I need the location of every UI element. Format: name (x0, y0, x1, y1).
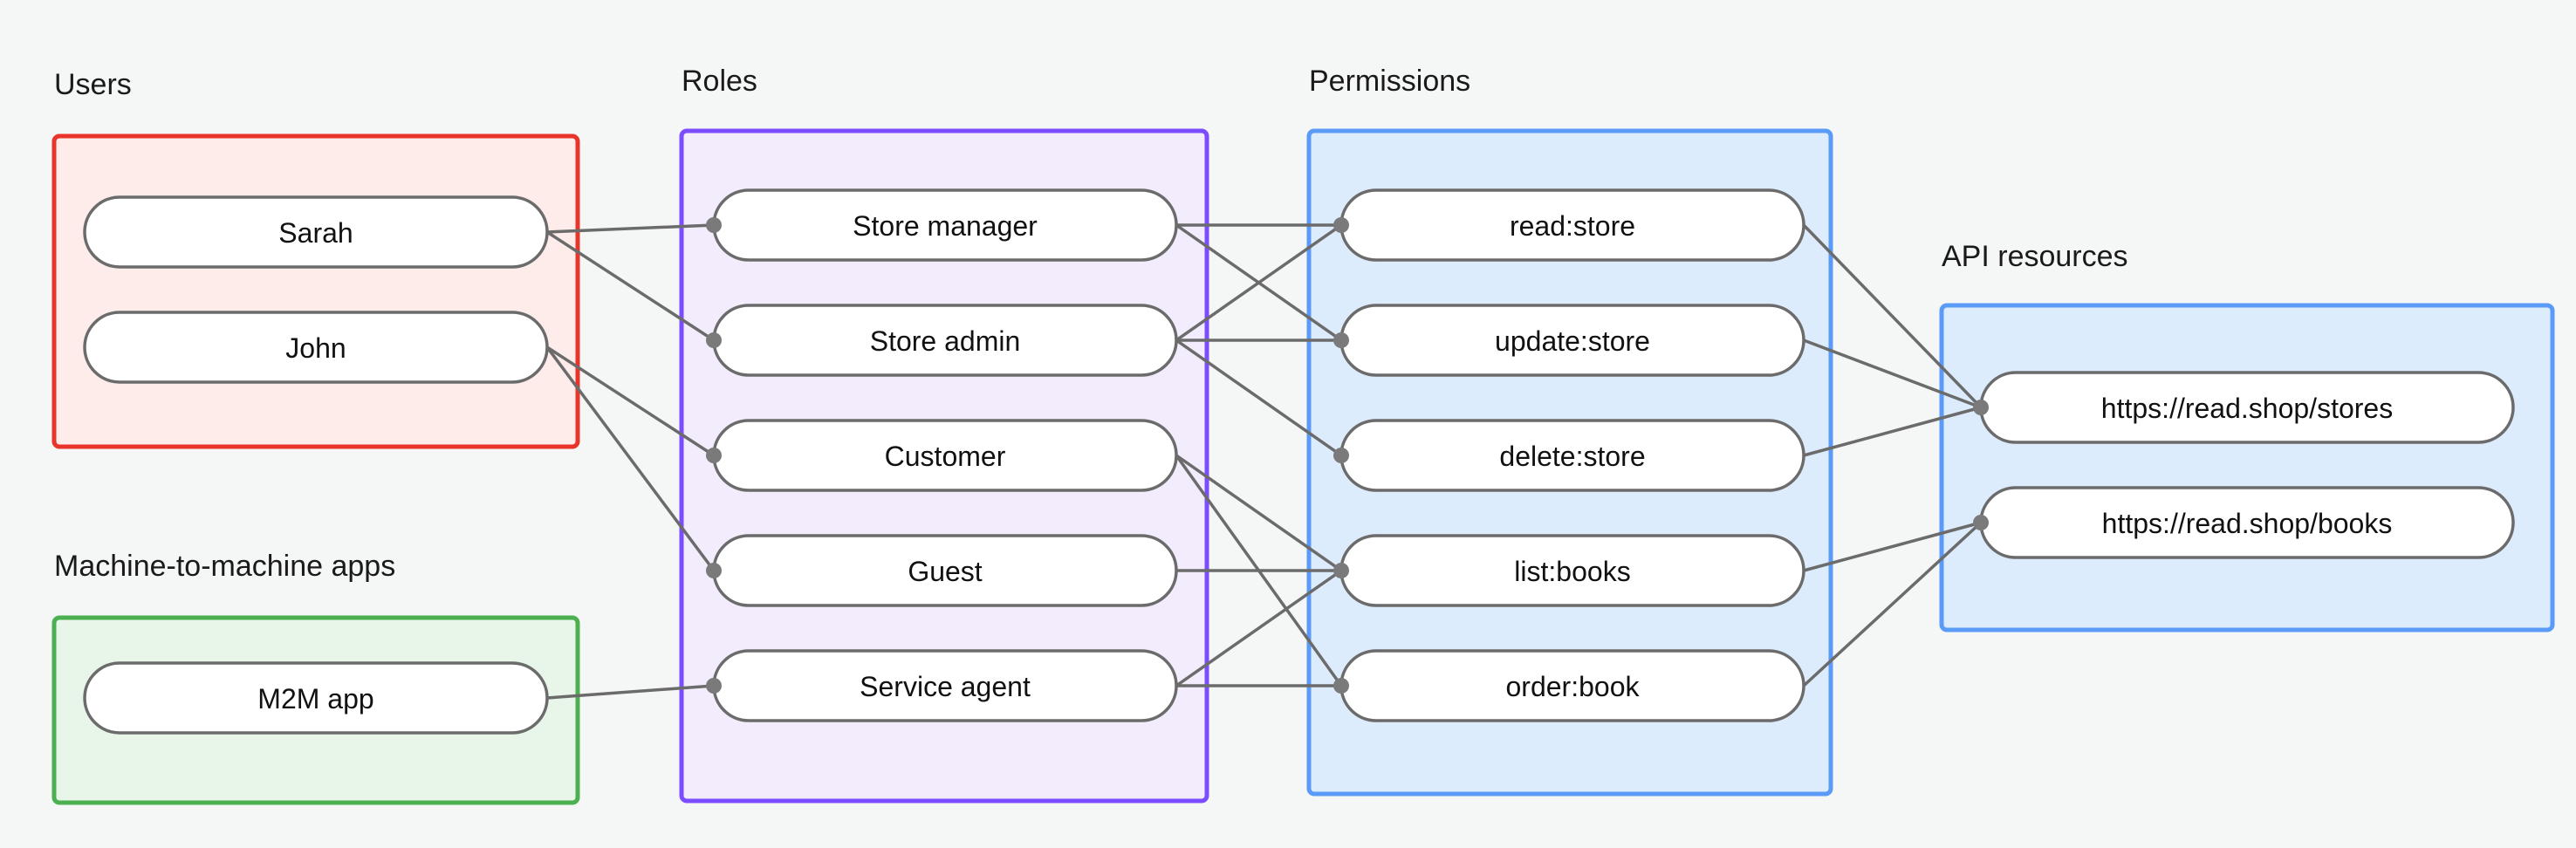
node-read_store[interactable]: read:store (1339, 188, 1805, 262)
edge-john-to-customer (546, 345, 715, 457)
node-order_book[interactable]: order:book (1339, 649, 1805, 722)
node-john[interactable]: John (83, 311, 549, 384)
node-customer[interactable]: Customer (712, 419, 1178, 492)
node-label-store_admin: Store admin (870, 325, 1021, 357)
group-title-roles: Roles (682, 65, 757, 98)
node-res_books[interactable]: https://read.shop/books (1979, 486, 2515, 559)
edge-endpoint-dot (1973, 515, 1989, 530)
group-title-m2m: Machine-to-machine apps (54, 550, 395, 583)
node-label-m2mapp: M2M app (257, 683, 373, 715)
edge-endpoint-dot (706, 563, 722, 578)
edge-endpoint-dot (706, 217, 722, 233)
edge-layer (545, 223, 1983, 700)
node-shape-john (83, 311, 549, 384)
edge-endpoint-dot (1333, 448, 1349, 463)
node-label-sarah: Sarah (278, 217, 353, 249)
node-label-res_books: https://read.shop/books (2102, 508, 2393, 539)
edge-update_store-to-res_stores (1803, 339, 1982, 409)
node-label-update_store: update:store (1495, 325, 1650, 357)
node-label-order_book: order:book (1506, 671, 1641, 702)
node-label-service_agent: Service agent (860, 671, 1031, 702)
edge-endpoint-dot (706, 332, 722, 348)
edge-read_store-to-res_stores (1802, 223, 1983, 409)
node-store_admin[interactable]: Store admin (712, 304, 1178, 377)
node-list_books[interactable]: list:books (1339, 534, 1805, 607)
edge-delete_store-to-res_stores (1803, 406, 1982, 457)
node-label-read_store: read:store (1510, 210, 1635, 242)
edge-endpoint-dots (706, 217, 1989, 694)
edge-customer-to-list_books (1175, 454, 1343, 572)
edge-store_admin-to-read_store (1175, 223, 1343, 342)
group-title-users: Users (54, 68, 132, 101)
edge-endpoint-dot (706, 678, 722, 694)
node-label-res_stores: https://read.shop/stores (2101, 393, 2393, 424)
node-service_agent[interactable]: Service agent (712, 649, 1178, 722)
node-shape-sarah (83, 195, 549, 269)
edge-endpoint-dot (706, 448, 722, 463)
edge-store_admin-to-delete_store (1175, 339, 1343, 457)
edge-endpoint-dot (1333, 563, 1349, 578)
edge-endpoint-dot (1973, 400, 1989, 415)
edge-service_agent-to-list_books (1175, 569, 1343, 687)
node-label-delete_store: delete:store (1499, 441, 1645, 472)
node-shape-m2mapp (83, 661, 549, 735)
edge-m2mapp-to-service_agent (546, 684, 715, 700)
group-box-api (1939, 303, 2555, 633)
edge-john-to-guest (545, 345, 716, 572)
node-store_manager[interactable]: Store manager (712, 188, 1178, 262)
node-sarah[interactable]: Sarah (83, 195, 549, 269)
group-title-api: API resources (1942, 240, 2128, 273)
node-m2mapp[interactable]: M2M app (83, 661, 549, 735)
node-label-list_books: list:books (1514, 556, 1630, 587)
node-guest[interactable]: Guest (712, 534, 1178, 607)
edge-endpoint-dot (1333, 678, 1349, 694)
node-update_store[interactable]: update:store (1339, 304, 1805, 377)
edge-endpoint-dot (1333, 217, 1349, 233)
node-label-store_manager: Store manager (853, 210, 1038, 242)
edge-order_book-to-res_books (1802, 521, 1983, 687)
node-label-customer: Customer (885, 441, 1006, 472)
edge-endpoint-dot (1333, 332, 1349, 348)
node-label-john: John (285, 332, 346, 364)
node-label-guest: Guest (908, 556, 982, 587)
edge-sarah-to-store_admin (546, 230, 715, 342)
edge-list_books-to-res_books (1803, 521, 1982, 572)
group-title-permissions: Permissions (1309, 65, 1470, 98)
group-box-users (51, 133, 580, 449)
node-res_stores[interactable]: https://read.shop/stores (1979, 371, 2515, 444)
node-delete_store[interactable]: delete:store (1339, 419, 1805, 492)
edge-sarah-to-store_manager (546, 223, 715, 234)
